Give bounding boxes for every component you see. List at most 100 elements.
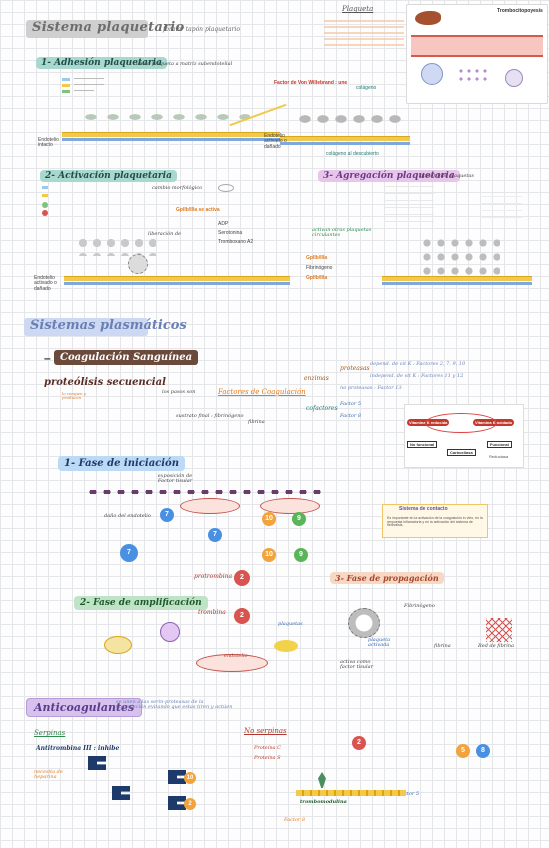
platelet-burst [128,254,148,274]
activation-endotelio-label: Endotelio activado o dañado [34,275,57,292]
trombocitopoyesis-title: Trombocitopoyesis [497,8,543,14]
antitrombina-shape-4 [168,796,186,810]
main-title-highlight [26,20,148,38]
endotelio-label: endotelio [224,653,248,659]
proteasas-label: proteasas [340,365,370,372]
serpinas-label: Serpinas [34,729,66,737]
endotelio-intacto-label: Endotelio intacto [38,137,59,149]
trombomodulina-label: trombomodulina [300,799,347,805]
adhesion-note: unión plaqueta a matriz subendotelial [136,61,233,67]
liver-image [415,11,441,25]
trombocitopoyesis-card: Trombocitopoyesis [406,4,548,104]
cambio-morfologico: cambio morfológico [152,185,203,191]
factor8-anticoag: Factor 8 [284,817,306,823]
plasma-title-bg [24,318,148,336]
plaqueta-legend-card: Plaqueta [322,5,408,56]
monocyte-cell [160,622,180,642]
gp-a-label: GpIIb/IIIa [306,255,328,261]
antitrombina-shape-1 [88,756,106,770]
antitrombina-shape-3 [168,770,186,784]
aggregation-header: 3- Agregación plaquetaria [318,170,460,182]
activation-matrix [64,282,290,285]
anticoag-note: se unen a las serin-proteasas de la coag… [116,699,233,711]
factor-7-a: 7 [160,508,174,522]
proteolisis-label: proteólisis secuencial [44,377,166,388]
anticoag-title: Anticoagulantes [26,698,143,717]
endotelio-danado-label: Endotelio activado o dañado [264,133,287,150]
reductasa: Reductasa [489,454,509,459]
aggregation-endothelium [382,276,532,281]
contact-system-card: Sistema de contacto Es importante en la … [382,504,488,538]
factor-8-right: 8 [476,744,490,758]
plaquetas-label: plaquetas [278,621,303,627]
heparina-label: necesita de heparina [34,769,63,781]
pasos-label: los pasos son [162,389,196,395]
adp-label: ADP [218,221,229,227]
propagation-cluster [348,608,380,638]
exposicion-label: exposición de Factor tisular [157,473,193,485]
factor-2-a: 2 [234,570,250,586]
factor-10-anticoag: 10 [184,772,196,784]
platelet-cluster [457,67,487,81]
factor-9-b: 9 [294,548,308,562]
antitrombina-label: Antitrombina III : inhibe [36,745,120,752]
initiation-header: 1- Fase de iniciación [58,456,185,471]
enzimas-label: enzimas [304,375,329,382]
factor-10-b: 10 [262,548,276,562]
liberacion-label: liberación de [148,231,182,237]
f5-label: Factor 5 [340,401,362,407]
thrombomodulin-mark [318,772,326,788]
activan-label: activan otras plaquetas circulantes [312,227,372,239]
no-proteasas-label: no proteasas : Factor 13 [340,385,402,391]
factor-9-a: 9 [292,512,306,526]
activation-legend [42,186,82,216]
platelets-row-right [296,110,402,128]
plaqueta-legend-lines [324,20,404,50]
sustrato-label: sustrato final : fibrinógeno [176,413,244,419]
proteolisis-note: lo rompen y producen [62,391,87,401]
adhesion-legend [62,78,122,102]
propagation-header: 3- Fase de propagación [330,572,444,584]
factor-10-a: 10 [262,512,276,526]
adhesion-header: 1- Adhesión plaquetaria [36,57,167,69]
gp-b-label: GpIIb/IIIa [306,275,328,281]
trombina-label: trombina [198,609,226,616]
factor-5-right: 5 [456,744,470,758]
colageno-label: colágeno [356,85,377,91]
contact-system-title: Sistema de contacto [399,506,448,512]
factor-2-anticoag: 2 [184,798,196,810]
aggregate-cluster [420,236,500,276]
contact-system-text: Es importante en la activación de la coa… [387,516,483,528]
aggregation-note: atraer más plaquetas [420,173,474,179]
platelets-row-left [80,110,250,124]
aggregation-legend [384,186,434,226]
vitk-cycle: Vitamina K reducida Vitamina K oxidada N… [404,404,524,468]
matrix-left [62,138,280,141]
proteina-s-label: Proteína S [254,755,281,761]
proteina-c-label: Proteína C [254,745,281,751]
coag-title: Coagulación Sanguínea [54,350,199,365]
factores-label: Factores de Coagulación [218,388,306,396]
coag-dash: – [44,351,51,365]
aggregation-matrix [382,282,532,285]
platelet-activated-left [104,636,132,654]
propagation-red: Red de fibrina [478,643,514,649]
propagation-fibrinogeno: Fibrinógeno [404,603,435,609]
endothelium-right [280,136,410,141]
dots-row [86,490,326,494]
main-title: Sistema plaquetario [32,20,185,35]
plasma-title: Sistemas plasmáticos [30,318,187,333]
propagation-plaquetas: plaqueta activada [368,637,391,649]
dep-vitk-label: depend. de vit K : Factores 2, 7, 9, 10 [370,361,466,367]
aggregation-legend-right [482,196,522,224]
propagation-fibrina: fibrina [434,643,451,649]
fibrin-mesh [486,618,512,642]
factor-2-noserp: 2 [352,736,366,750]
no-funcional: No funcional [407,441,438,448]
matrix-right [280,142,410,145]
gp-activa-label: GpIIb/IIIa se activa [176,207,220,213]
protrombina-label: protrombina [194,573,233,580]
morph-shape [218,184,234,192]
cofactores-label: cofactores [306,405,338,412]
serotonina-label: Serotonina [218,230,243,236]
